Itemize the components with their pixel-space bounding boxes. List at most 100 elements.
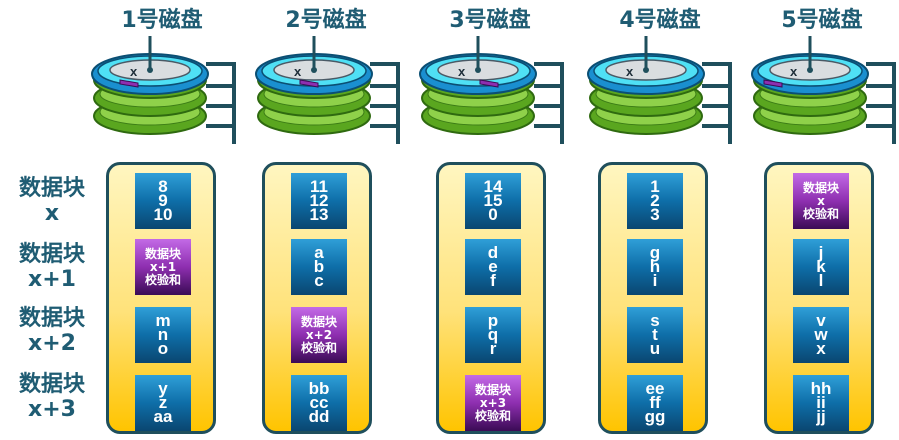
block-line: w bbox=[814, 325, 828, 344]
platter-label: x bbox=[294, 64, 302, 79]
actuator-arm bbox=[866, 62, 896, 144]
block-line: g bbox=[649, 243, 661, 262]
block-line: bb bbox=[308, 379, 330, 398]
block-line: ff bbox=[649, 393, 661, 412]
row-label-line: 数据块 bbox=[18, 306, 85, 331]
block-line: 数据块 bbox=[144, 246, 181, 261]
spindle-hub bbox=[643, 67, 649, 73]
block-line: jj bbox=[816, 407, 826, 426]
spindle-hub bbox=[147, 67, 153, 73]
block-line: v bbox=[816, 311, 826, 330]
platter-label: x bbox=[626, 64, 634, 79]
block-line: aa bbox=[153, 407, 173, 426]
disk-icon: x bbox=[587, 36, 732, 144]
disk-title: 1号磁盘 bbox=[121, 8, 203, 33]
block-line: a bbox=[314, 243, 324, 262]
block-line: 3 bbox=[650, 205, 660, 224]
disk-title: 2号磁盘 bbox=[285, 8, 367, 33]
block-line: cc bbox=[309, 393, 329, 412]
block-line: z bbox=[158, 393, 168, 412]
block-line: 8 bbox=[158, 177, 168, 196]
block-line: 校验和 bbox=[802, 206, 839, 221]
platter-label: x bbox=[790, 64, 798, 79]
parity-marker bbox=[299, 79, 319, 88]
block-line: hh bbox=[810, 379, 832, 398]
block-line: n bbox=[157, 325, 169, 344]
actuator-arm bbox=[206, 62, 236, 144]
block-line: k bbox=[816, 257, 826, 276]
block-line: s bbox=[650, 311, 660, 330]
block-line: x+2 bbox=[305, 327, 333, 342]
disk-icon: x bbox=[751, 36, 896, 144]
parity-marker bbox=[479, 79, 499, 88]
block-line: l bbox=[818, 271, 824, 290]
row-label-line: x+2 bbox=[28, 331, 76, 356]
block-line: 10 bbox=[153, 205, 173, 224]
spindle-hub bbox=[807, 67, 813, 73]
block-line: b bbox=[313, 257, 325, 276]
block-line: t bbox=[652, 325, 658, 344]
block-line: 12 bbox=[309, 191, 329, 210]
block-line: 13 bbox=[309, 205, 329, 224]
block-line: m bbox=[155, 311, 171, 330]
block-line: x bbox=[817, 193, 825, 208]
platter-label: x bbox=[458, 64, 466, 79]
block-line: 14 bbox=[483, 177, 503, 196]
disk-icon: x bbox=[91, 36, 236, 144]
parity-marker bbox=[119, 79, 139, 88]
block-line: i bbox=[652, 271, 658, 290]
row-label-line: x+1 bbox=[28, 267, 76, 292]
actuator-arm bbox=[702, 62, 732, 144]
row-label-line: x bbox=[44, 201, 60, 226]
block-line: h bbox=[649, 257, 661, 276]
block-line: c bbox=[314, 271, 324, 290]
block-line: 数据块 bbox=[802, 180, 839, 195]
spindle-hub bbox=[311, 67, 317, 73]
block-line: x+1 bbox=[149, 259, 177, 274]
block-line: q bbox=[487, 325, 499, 344]
block-line: x bbox=[816, 339, 826, 358]
block-line: x+3 bbox=[479, 395, 507, 410]
block-line: 15 bbox=[483, 191, 503, 210]
disk-title: 4号磁盘 bbox=[619, 8, 701, 33]
spindle-hub bbox=[475, 67, 481, 73]
block-line: 11 bbox=[310, 177, 328, 196]
row-label-line: 数据块 bbox=[18, 176, 85, 201]
block-line: gg bbox=[644, 407, 666, 426]
block-line: u bbox=[649, 339, 661, 358]
block-line: y bbox=[158, 379, 168, 398]
block-line: 校验和 bbox=[300, 340, 337, 355]
row-label-line: 数据块 bbox=[18, 372, 85, 397]
block-line: 2 bbox=[650, 191, 660, 210]
block-line: 数据块 bbox=[300, 314, 337, 329]
block-line: 0 bbox=[488, 205, 498, 224]
row-label-line: 数据块 bbox=[18, 242, 85, 267]
actuator-arm bbox=[370, 62, 400, 144]
